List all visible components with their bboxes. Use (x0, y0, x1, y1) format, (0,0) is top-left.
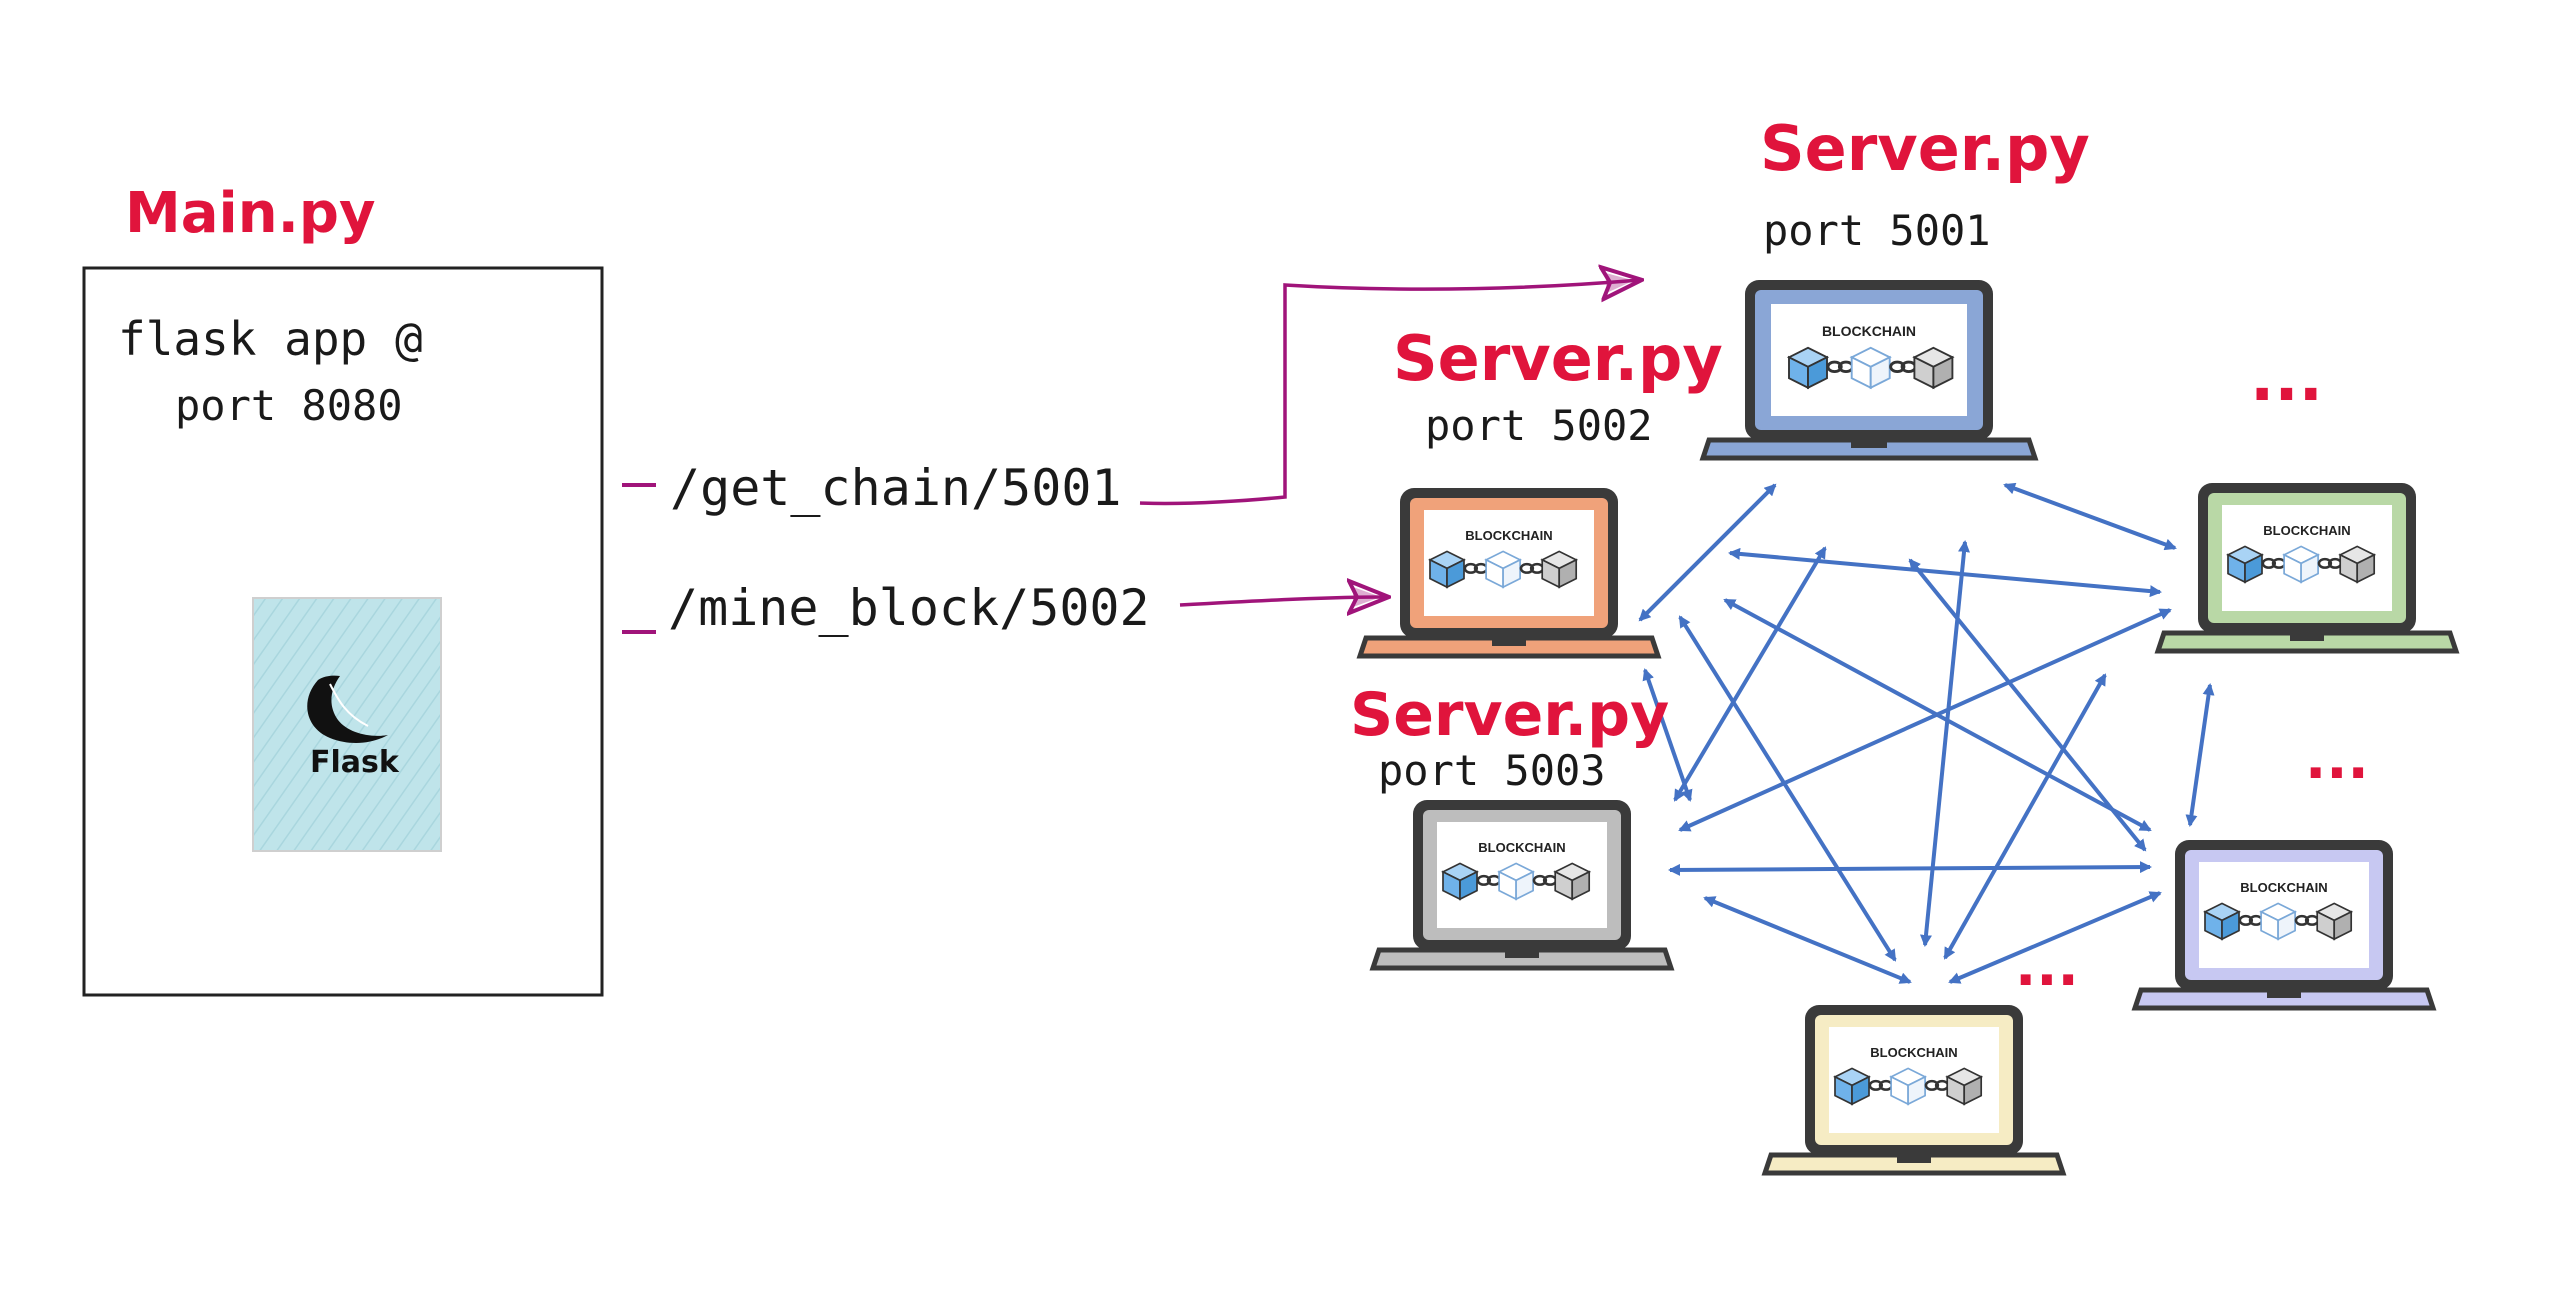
laptop-server-5002: BLOCKCHAIN (1356, 488, 1662, 659)
main-box-line1: flask app @ (118, 312, 423, 366)
link-green-purple (2185, 683, 2215, 827)
laptop-node-green: BLOCKCHAIN (2154, 483, 2460, 654)
screen-label: BLOCKCHAIN (1465, 528, 1552, 543)
screen-label: BLOCKCHAIN (1822, 323, 1916, 339)
screen-label: BLOCKCHAIN (2263, 523, 2350, 538)
ellipsis-right: ... (2305, 727, 2369, 792)
laptop-server-5003: BLOCKCHAIN (1369, 800, 1675, 971)
flask-horn-icon (307, 675, 388, 744)
screen-label: BLOCKCHAIN (2240, 880, 2327, 895)
link-cross-3 (1673, 546, 1827, 802)
link-yellow-purple (1948, 891, 2162, 984)
server-5003-port: port 5003 (1378, 746, 1606, 795)
link-5003-yellow (1703, 896, 1912, 984)
ellipsis-top-right: ... (2250, 342, 2323, 416)
main-box-line2: port 8080 (175, 381, 403, 430)
link-5002-yellow (1678, 615, 1897, 962)
server-5001-port: port 5001 (1763, 206, 1991, 255)
route-get-chain: /get_chain/5001 (622, 280, 1640, 517)
link-cross-1 (1728, 547, 2162, 598)
link-5001-green (2003, 482, 2177, 551)
link-5003-green (1678, 608, 2172, 832)
route-mine-block-label: /mine_block/5002 (668, 579, 1150, 637)
link-green-yellow (1943, 673, 2107, 960)
screen-label: BLOCKCHAIN (1478, 840, 1565, 855)
network-connections (1638, 482, 2215, 984)
server-5002-title: Server.py (1393, 322, 1723, 395)
ellipsis-bottom: ... (2015, 934, 2079, 999)
flask-logo: Flask (252, 597, 442, 852)
link-5003-purple (1668, 861, 2152, 876)
laptop-node-yellow: BLOCKCHAIN (1761, 1005, 2067, 1176)
main-title: Main.py (125, 181, 375, 246)
laptop-server-5001: BLOCKCHAIN (1699, 280, 2039, 461)
server-5003-title: Server.py (1350, 680, 1669, 750)
screen-label: BLOCKCHAIN (1870, 1045, 1957, 1060)
route-get-chain-label: /get_chain/5001 (670, 459, 1122, 517)
server-5002-port: port 5002 (1425, 401, 1653, 450)
laptop-node-purple: BLOCKCHAIN (2131, 840, 2437, 1011)
flask-logo-text: Flask (310, 745, 400, 780)
route-get-chain-arrow (1139, 280, 1640, 506)
server-5001-title: Server.py (1760, 112, 2090, 185)
route-mine-block-arrow (1179, 597, 1387, 605)
link-5001-5002 (1638, 483, 1777, 622)
route-mine-block: /mine_block/5002 (622, 579, 1387, 637)
